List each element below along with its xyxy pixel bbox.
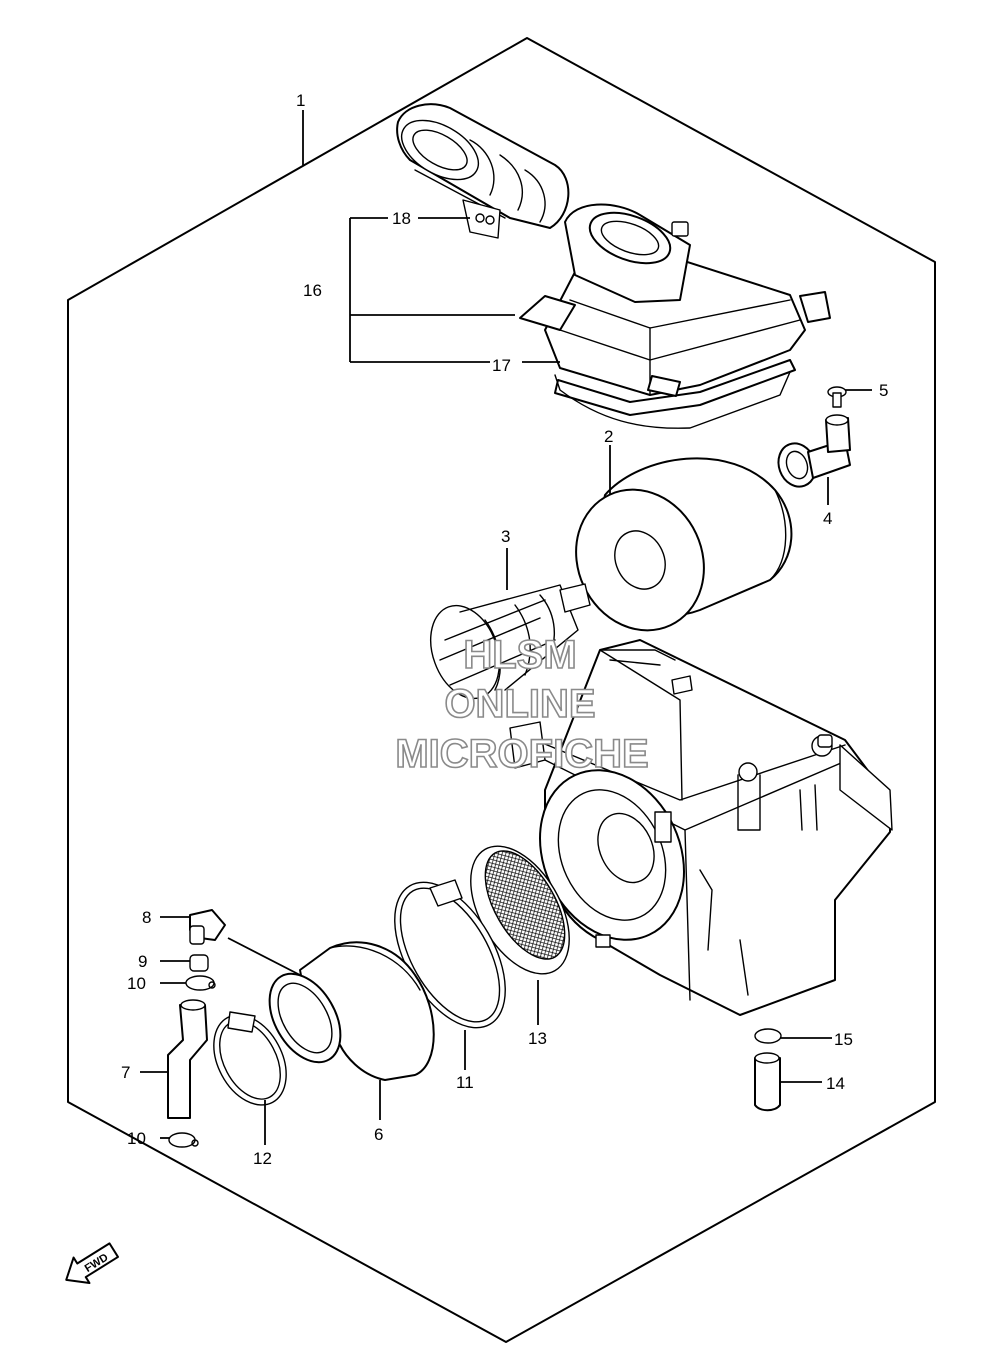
label-part-10-upper: 10 bbox=[127, 974, 146, 993]
watermark-line-1: HLSM bbox=[463, 633, 576, 677]
label-part-7: 7 bbox=[121, 1063, 130, 1082]
watermark-line-2: ONLINE bbox=[444, 682, 595, 726]
filter-cage bbox=[430, 583, 591, 700]
drain-hose bbox=[167, 999, 208, 1119]
label-part-16: 16 bbox=[303, 281, 322, 300]
label-part-10-lower: 10 bbox=[127, 1129, 146, 1148]
small-clamp-lower bbox=[168, 1132, 199, 1148]
label-part-2: 2 bbox=[604, 427, 613, 446]
label-part-14: 14 bbox=[826, 1074, 845, 1093]
air-filter-element bbox=[575, 457, 793, 632]
label-part-6: 6 bbox=[374, 1125, 383, 1144]
part-number-labels: 1 18 16 17 5 2 4 3 8 9 10 7 10 12 6 11 1… bbox=[121, 91, 888, 1168]
label-part-12: 12 bbox=[253, 1149, 272, 1168]
intake-boot bbox=[268, 941, 435, 1081]
air-cleaner-case bbox=[509, 639, 893, 1016]
screw bbox=[827, 386, 847, 408]
forward-direction-arrow: FWD bbox=[65, 1242, 119, 1285]
label-part-9: 9 bbox=[138, 952, 147, 971]
label-part-17: 17 bbox=[492, 356, 511, 375]
leader-lines bbox=[140, 110, 872, 1145]
label-part-15: 15 bbox=[834, 1030, 853, 1049]
intake-snorkel bbox=[396, 103, 570, 239]
intake-screen bbox=[470, 845, 570, 975]
small-clamp-upper bbox=[185, 975, 216, 991]
label-part-4: 4 bbox=[823, 509, 832, 528]
label-part-5: 5 bbox=[879, 381, 888, 400]
drain-elbow bbox=[189, 909, 226, 945]
watermark-line-3: MICROFICHE bbox=[395, 732, 648, 776]
watermark: HLSM ONLINE MICROFICHE bbox=[395, 632, 650, 777]
drain-cap bbox=[754, 1052, 781, 1112]
hose-clamp bbox=[213, 1011, 287, 1106]
label-part-11: 11 bbox=[456, 1073, 474, 1092]
label-part-18: 18 bbox=[392, 209, 411, 228]
element-holder bbox=[777, 414, 851, 488]
label-part-8: 8 bbox=[142, 908, 151, 927]
label-part-3: 3 bbox=[501, 527, 510, 546]
label-part-1: 1 bbox=[296, 91, 305, 110]
drain-cap-clip bbox=[754, 1028, 782, 1044]
assembly-outline bbox=[67, 37, 936, 1343]
drain-plug bbox=[189, 954, 209, 972]
air-cleaner-cover bbox=[519, 203, 831, 429]
label-part-13: 13 bbox=[528, 1029, 547, 1048]
